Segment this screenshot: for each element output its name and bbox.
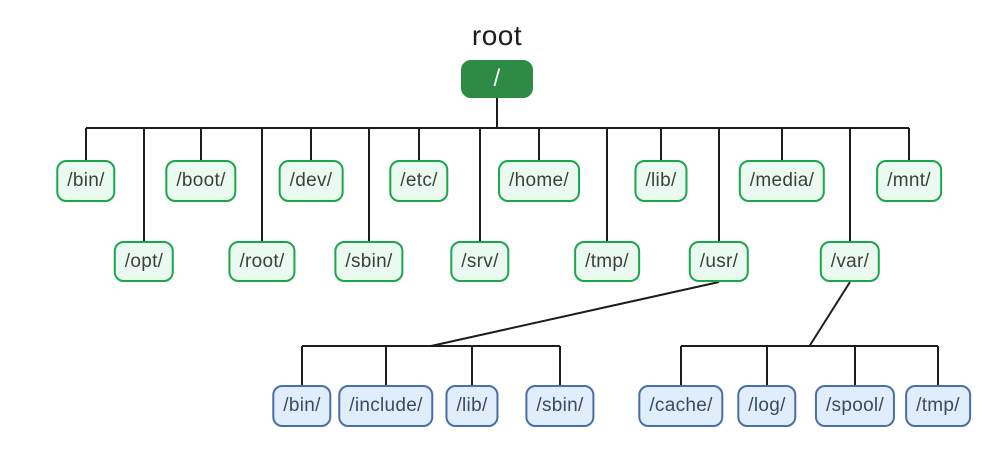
node-usr-lib: /lib/ [445, 385, 499, 427]
node-dev: /dev/ [278, 160, 344, 202]
node-boot: /boot/ [165, 160, 237, 202]
node-var: /var/ [819, 241, 881, 282]
node-tmp: /tmp/ [574, 241, 640, 282]
node-srv: /srv/ [450, 241, 510, 282]
node-root-dir: /root/ [228, 241, 296, 282]
node-home: /home/ [498, 160, 580, 202]
node-usr-sbin: /sbin/ [525, 385, 595, 427]
node-bin: /bin/ [56, 160, 116, 202]
node-lib: /lib/ [634, 160, 688, 202]
node-usr: /usr/ [688, 241, 750, 282]
node-sbin: /sbin/ [334, 241, 404, 282]
node-root: / [461, 60, 533, 98]
root-title-label: root [471, 20, 523, 51]
node-opt: /opt/ [113, 241, 175, 282]
node-media: /media/ [738, 160, 826, 202]
node-var-tmp: /tmp/ [905, 385, 971, 427]
node-var-spool: /spool/ [814, 385, 896, 427]
node-var-cache: /cache/ [638, 385, 724, 427]
node-usr-bin: /bin/ [272, 385, 332, 427]
node-etc: /etc/ [389, 160, 449, 202]
node-mnt: /mnt/ [876, 160, 942, 202]
node-usr-include: /include/ [338, 385, 434, 427]
node-var-log: /log/ [737, 385, 797, 427]
